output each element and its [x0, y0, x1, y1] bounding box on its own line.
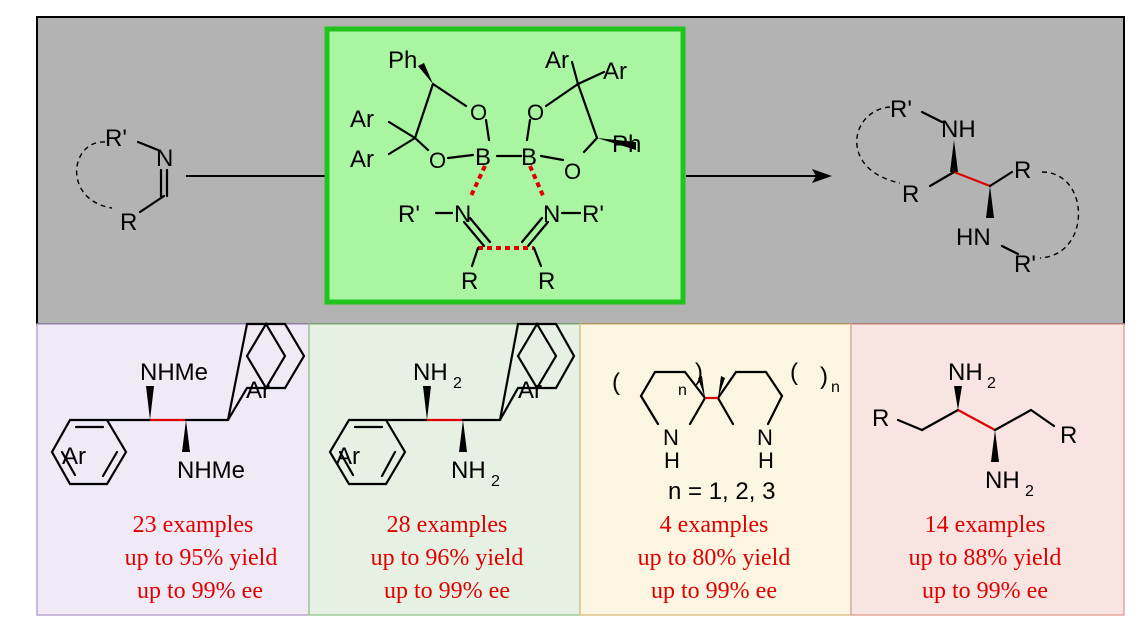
catalyst-ar-right-1: Ar [545, 47, 569, 74]
catalyst-o-right-bottom: O [564, 159, 581, 184]
panel-1-label-bottom-amine: NHMe [177, 457, 245, 484]
panel-3-ee: up to 99% ee [651, 578, 777, 604]
catalyst-ph-right: Ph [612, 131, 641, 158]
panel-3-n-left: N [663, 425, 679, 450]
imine-r-prime: R' [105, 125, 127, 152]
imine-r: R [120, 209, 137, 236]
panel-1-yield: up to 95% yield [125, 545, 278, 571]
panel-4-label-top-sub: 2 [987, 375, 996, 392]
panel-3-paren-left-close: ) [695, 359, 703, 386]
panel-2-ee: up to 99% ee [384, 578, 510, 604]
panel-4-examples: 14 examples [925, 512, 1046, 538]
panel-2-label-bottom-nh: NH [451, 457, 486, 484]
panel-4-label-r-right: R [1060, 422, 1077, 449]
panel-3-h-right: H [758, 448, 774, 473]
imine-substrate: R' N R [76, 125, 173, 236]
panel-2-examples: 28 examples [387, 512, 508, 538]
catalyst-n-right: N [543, 201, 560, 228]
panel-4-label-top-nh: NH [948, 359, 983, 386]
panel-1-label-ar-left: Ar [62, 443, 86, 470]
catalyst-ph-left: Ph [388, 47, 417, 74]
panel-2-yield: up to 96% yield [371, 545, 524, 571]
catalyst-r-right: R [538, 268, 555, 295]
panel-3-paren-left-open: ( [612, 369, 620, 396]
scope-panel-bg [36, 323, 310, 616]
scope-panel-bg [850, 323, 1125, 616]
panel-3-paren-right-close: ) [820, 363, 828, 390]
scope-panel-dimethyl-diamine: NHMe NHMe Ar Ar 23 examples up to 95% yi… [36, 321, 310, 616]
panel-2-label-top-sub: 2 [453, 375, 462, 392]
catalyst-ar-left-2: Ar [350, 146, 374, 173]
catalyst-o-left-bottom: O [429, 148, 446, 173]
catalyst-r-prime-left: R' [398, 201, 420, 228]
panel-2-label-ar-left: Ar [336, 443, 360, 470]
panel-1-ee: up to 99% ee [137, 578, 263, 604]
panel-1-label-ar-right: Ar [246, 377, 270, 404]
catalyst-r-prime-right: R' [582, 201, 604, 228]
catalyst-n-left: N [454, 201, 471, 228]
scope-panel-bipyrrolidine: ( ) n ( ) n N H N H n = 1, 2, 3 4 exampl… [579, 323, 852, 616]
catalyst-o-right-top: O [527, 100, 544, 125]
panel-4-label-r-left: R [872, 405, 889, 432]
catalyst-ar-right-2: Ar [603, 58, 627, 85]
product-r-right: R [1014, 157, 1031, 184]
panel-3-paren-right-open: ( [790, 359, 798, 386]
panel-3-examples: 4 examples [660, 512, 769, 538]
panel-3-subscript-right: n [831, 379, 840, 396]
panel-2-label-top-nh: NH [413, 359, 448, 386]
product-r-prime-top: R' [890, 96, 912, 123]
panel-3-subscript-left: n [678, 382, 687, 399]
panel-4-ee: up to 99% ee [922, 578, 1048, 604]
product-nh: NH [941, 116, 976, 143]
catalyst-b-right: B [521, 144, 537, 171]
panel-1-examples: 23 examples [133, 512, 254, 538]
panel-4-label-bottom-nh: NH [985, 467, 1020, 494]
panel-3-yield: up to 80% yield [638, 545, 791, 571]
catalyst-r-left: R [461, 268, 478, 295]
scope-panel-diaryl-diamine: NH 2 NH 2 Ar Ar 28 examples up to 96% yi… [308, 321, 581, 616]
imine-nitrogen: N [156, 145, 173, 172]
scope-panel-bg [308, 323, 581, 616]
panel-2-label-ar-right: Ar [518, 377, 542, 404]
catalyst-box [324, 26, 686, 305]
product-r-prime-bottom: R' [1014, 251, 1036, 278]
scope-panel-aliphatic-diamine: NH 2 NH 2 R R 14 examples up to 88% yiel… [850, 323, 1125, 616]
catalyst-ar-left-1: Ar [350, 106, 374, 133]
panel-4-yield: up to 88% yield [909, 545, 1062, 571]
panel-3-n-right: N [757, 425, 773, 450]
panel-3-ring-size-note: n = 1, 2, 3 [668, 478, 775, 505]
panel-2-label-bottom-sub: 2 [491, 473, 500, 490]
panel-1-label-top-amine: NHMe [140, 359, 208, 386]
panel-4-label-bottom-sub: 2 [1025, 483, 1034, 500]
scope-panel-bg [579, 323, 852, 616]
diboron-intermediate: Ph Ph Ar Ar Ar Ar O O O O B B N N R' R' … [324, 26, 686, 305]
panel-3-h-left: H [664, 448, 680, 473]
product-r-left: R [902, 181, 919, 208]
product-hn: HN [956, 224, 991, 251]
reaction-arrow [186, 169, 832, 183]
diamine-product: R' NH R R HN R' [856, 96, 1080, 278]
catalyst-o-left-top: O [470, 100, 487, 125]
catalyst-b-left: B [475, 144, 491, 171]
